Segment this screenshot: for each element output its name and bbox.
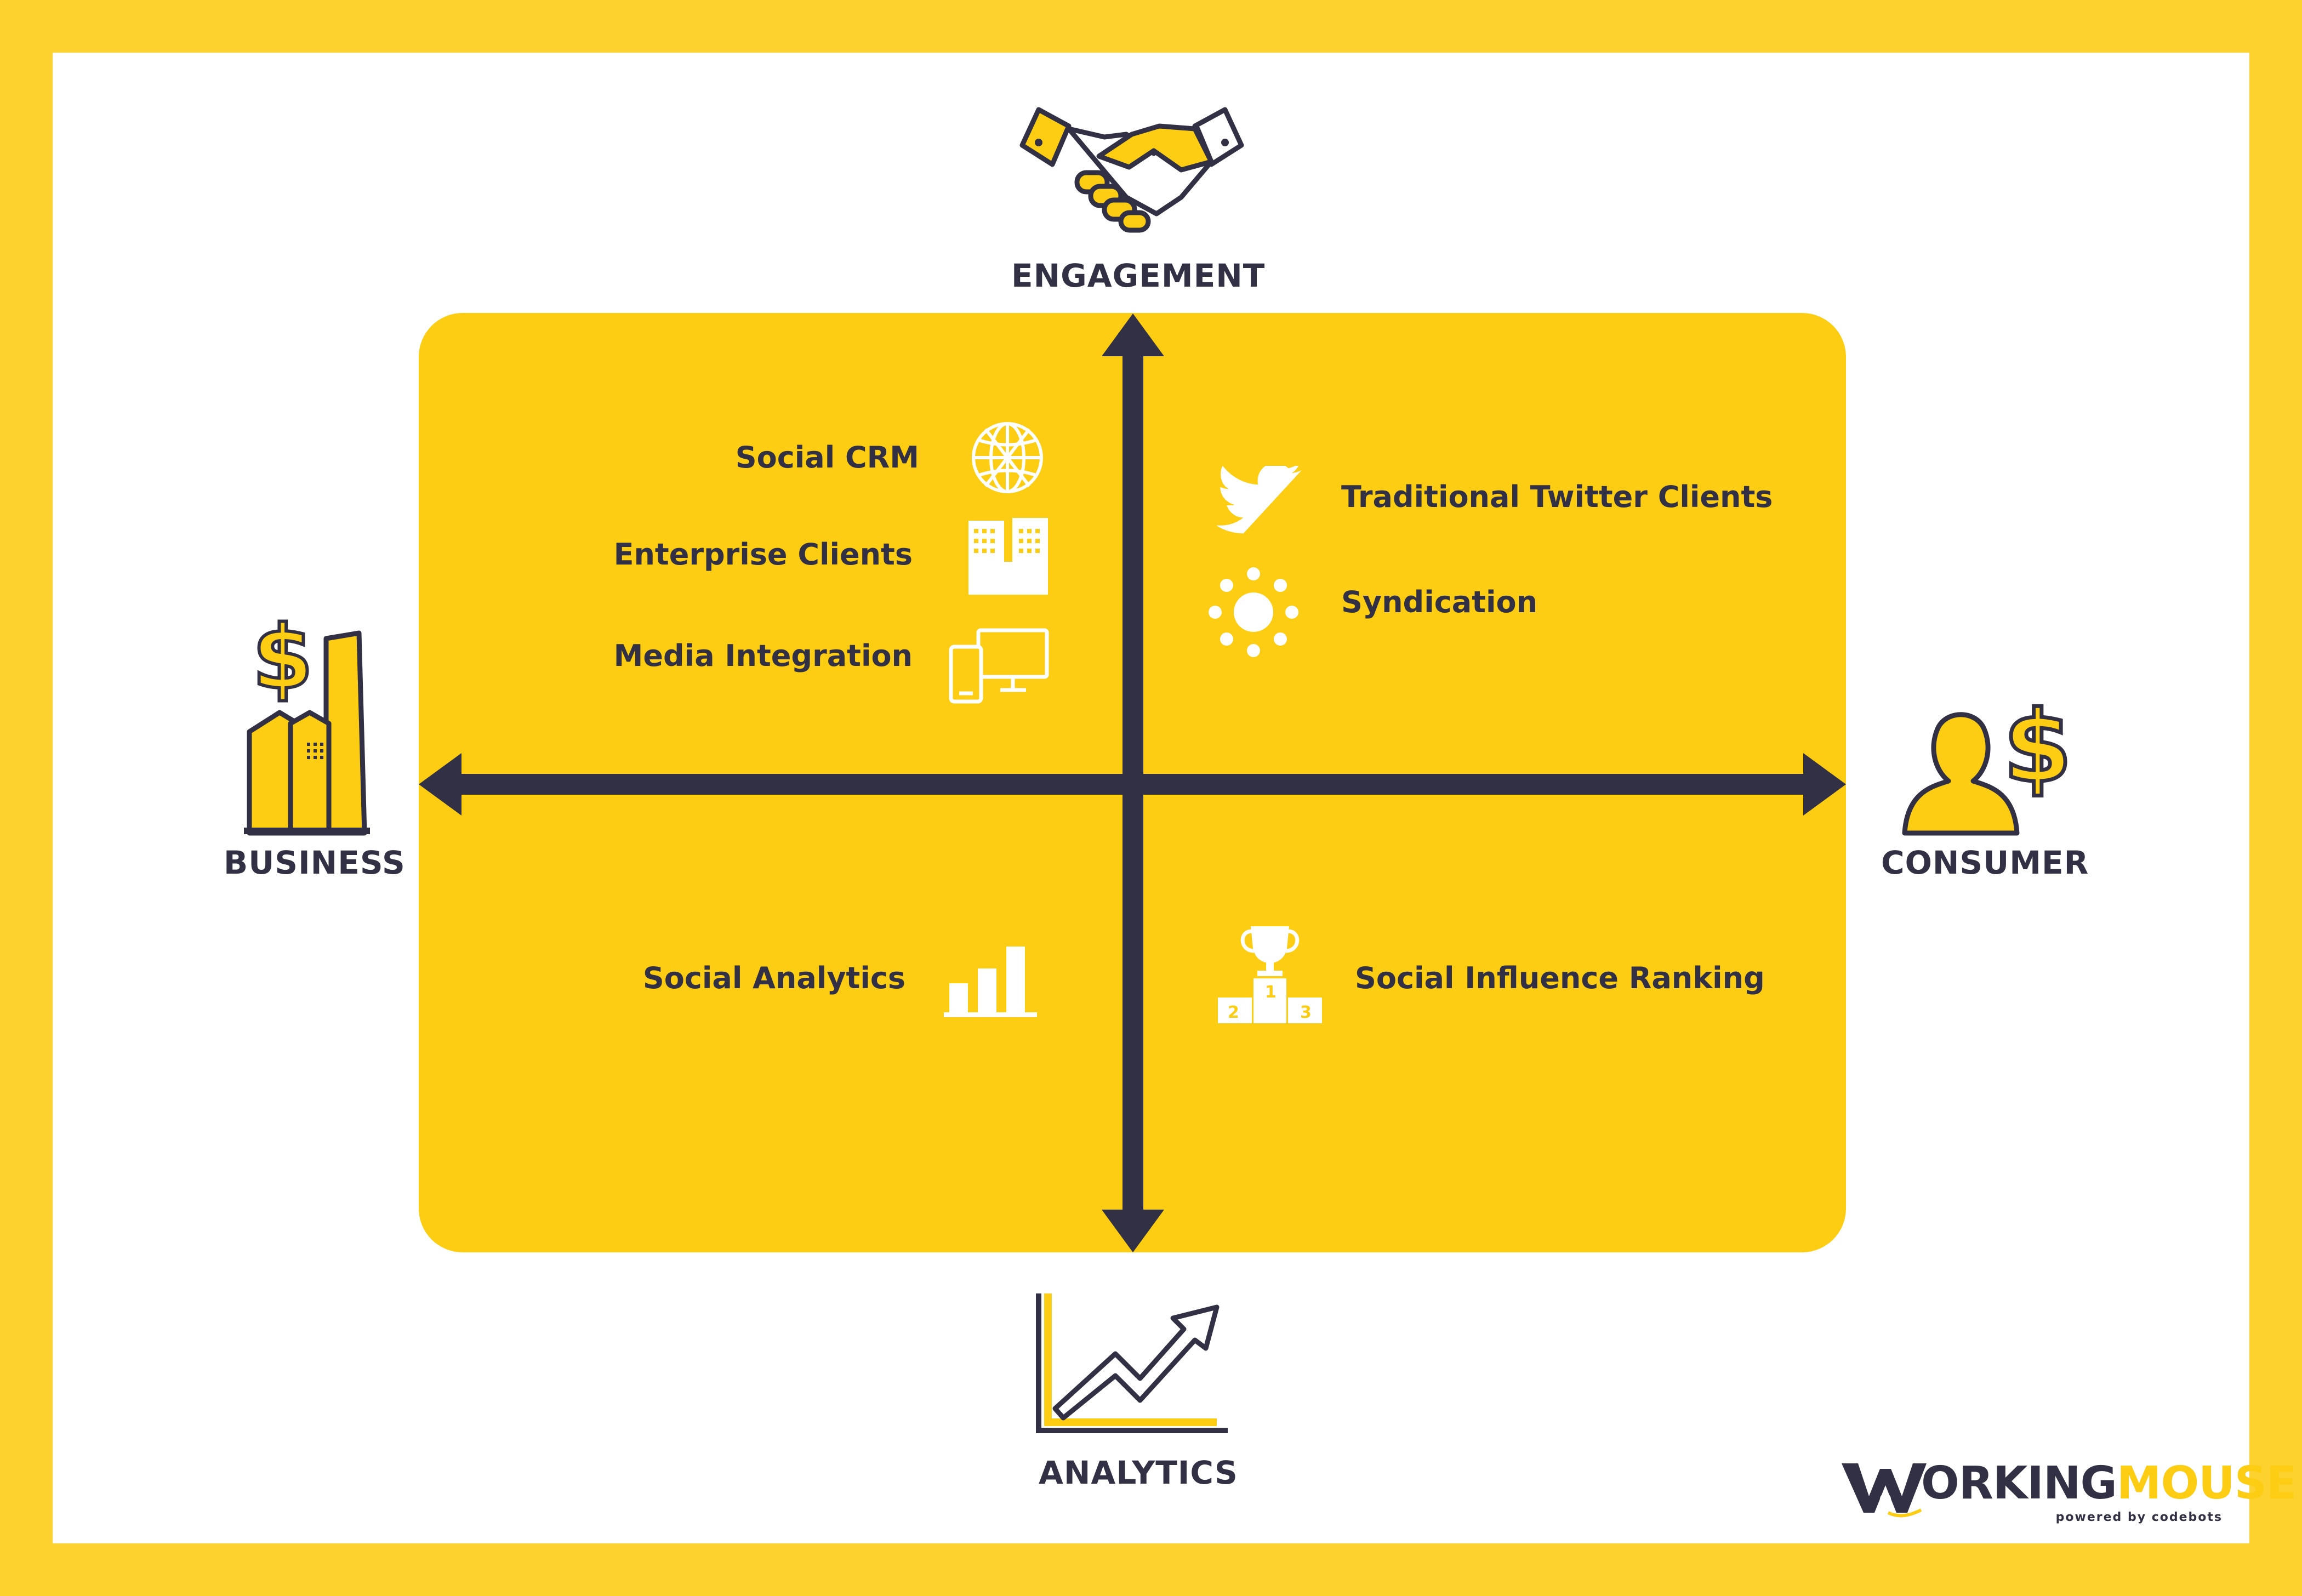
axis-label-consumer: CONSUMER	[1881, 844, 2089, 881]
quadrant-panel	[419, 313, 1846, 1252]
bar-chart-icon	[944, 947, 1037, 1017]
mouse-logo-icon	[1842, 1463, 1927, 1518]
item-label-social-crm: Social CRM	[735, 440, 919, 475]
handshake-icon	[1019, 107, 1244, 233]
buildings-icon	[968, 518, 1048, 595]
globe-icon	[972, 422, 1043, 493]
analytics-line-chart-icon	[1036, 1293, 1228, 1433]
logo-wordmark: WORKINGMOUSE	[1921, 1461, 2297, 1506]
podium-number-3: 3	[1300, 1003, 1312, 1022]
axis-label-engagement: ENGAGEMENT	[1011, 257, 1266, 294]
devices-icon	[949, 628, 1049, 704]
podium-number-1: 1	[1265, 983, 1277, 1002]
item-label-social-influence-ranking: Social Influence Ranking	[1355, 961, 1765, 995]
item-label-social-analytics: Social Analytics	[642, 961, 905, 995]
sun-dots-icon	[1209, 567, 1298, 657]
axis-label-analytics: ANALYTICS	[1039, 1454, 1238, 1491]
logo-text-mouse: MOUSE	[2116, 1457, 2297, 1509]
svg-text:$: $	[252, 606, 313, 709]
consumer-person-dollar-icon: $	[1902, 688, 2069, 836]
podium-number-2: 2	[1228, 1003, 1239, 1022]
item-label-enterprise-clients: Enterprise Clients	[613, 537, 913, 572]
logo-text-working: ORKING	[1921, 1457, 2117, 1509]
workingmouse-logo: WORKINGMOUSE powered by codebots	[1839, 1458, 2297, 1524]
item-label-traditional-twitter-clients: Traditional Twitter Clients	[1341, 480, 1773, 514]
item-label-media-integration: Media Integration	[613, 639, 913, 673]
item-label-syndication: Syndication	[1341, 585, 1538, 619]
logo-tagline: powered by codebots	[2055, 1511, 2223, 1524]
axis-label-business: BUSINESS	[224, 844, 406, 881]
svg-text:$: $	[2003, 690, 2069, 805]
twitter-bird-icon	[1217, 466, 1302, 534]
podium-trophy-icon: 1 2 3	[1218, 926, 1322, 1023]
business-buildings-dollar-icon: $	[244, 605, 370, 836]
